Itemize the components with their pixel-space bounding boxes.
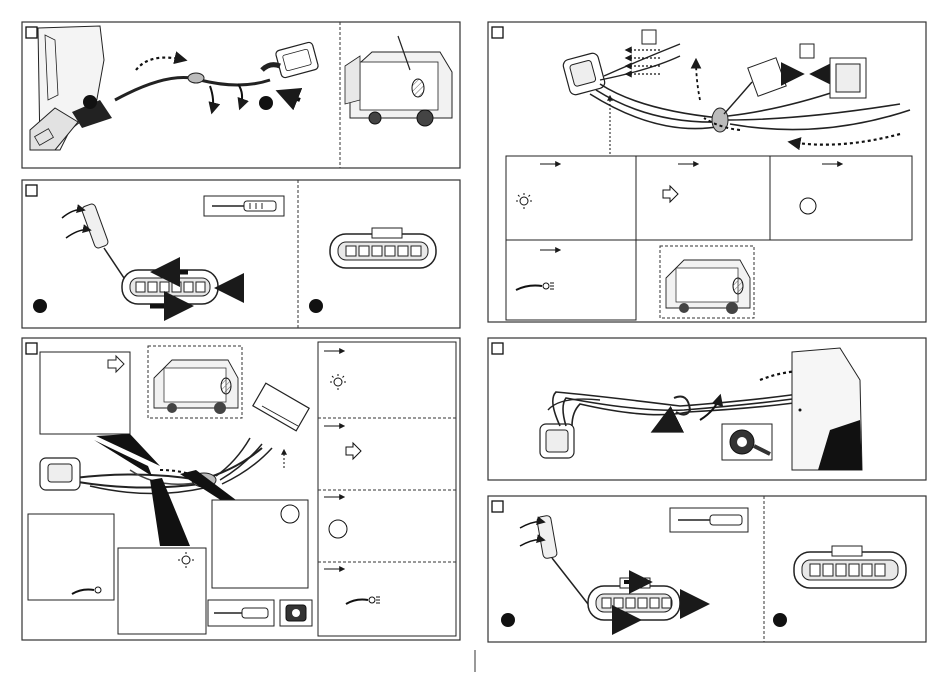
- connector-front-view-released: [330, 228, 436, 268]
- step-marker-dot: [501, 613, 515, 627]
- info-box-foglight: [28, 514, 114, 600]
- sub-step-box: [642, 30, 656, 44]
- step-marker-dot: [259, 96, 273, 110]
- screwdriver-icon: [204, 196, 284, 216]
- panel-step-3: [22, 338, 460, 640]
- circle-icon: [329, 520, 347, 538]
- step-number-box: [26, 343, 37, 354]
- van-rear-view: [660, 246, 754, 318]
- circle-icon: [281, 505, 299, 523]
- info-box-circle: [212, 500, 308, 588]
- connector-plug: [540, 424, 574, 458]
- connector-plug: [40, 458, 80, 490]
- circle-icon: [800, 198, 816, 214]
- sub-step-box: [800, 44, 814, 58]
- connector-front-view-locked: [794, 546, 906, 588]
- screwdriver-icon: [208, 600, 274, 626]
- panel-step-6: [488, 496, 926, 642]
- screwdriver-icon: [670, 508, 748, 532]
- step-number-box: [492, 343, 503, 354]
- info-box-light: [118, 548, 206, 634]
- step-marker-dot: [33, 299, 47, 313]
- panel-step-1: [22, 22, 460, 168]
- wire-legend: [318, 342, 456, 636]
- van-rear-view: [148, 346, 242, 418]
- step-marker-dot: [309, 299, 323, 313]
- step-number-box: [26, 27, 37, 38]
- step-number-box: [492, 27, 503, 38]
- panel-step-5: [488, 338, 926, 480]
- step-number-box: [492, 501, 503, 512]
- van-rear-view: [343, 26, 455, 146]
- panel-step-4: [488, 22, 926, 322]
- step-marker-dot: [773, 613, 787, 627]
- panel-step-2: [22, 180, 460, 328]
- rubber-grommet: [188, 73, 204, 83]
- step-number-box: [26, 185, 37, 196]
- insulating-tape-icon: [280, 600, 312, 626]
- vehicle-body-side: [792, 348, 862, 470]
- insulating-tape-icon: [722, 424, 772, 460]
